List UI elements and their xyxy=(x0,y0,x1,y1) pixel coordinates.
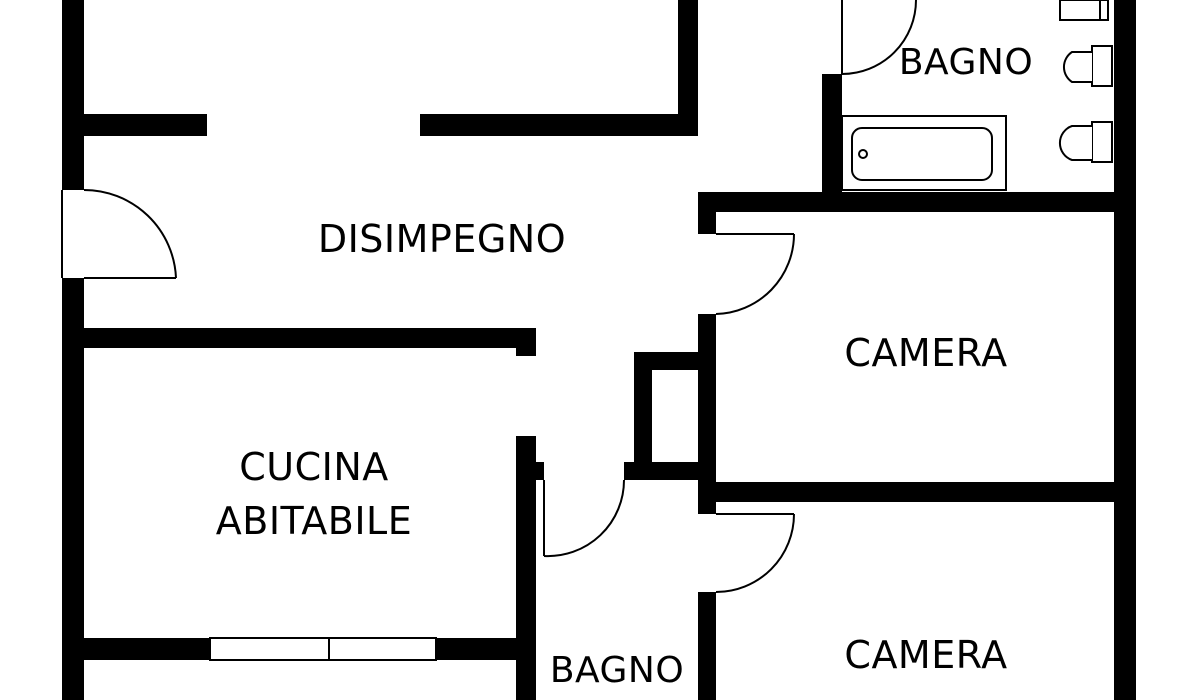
walls xyxy=(62,0,1136,700)
cabinet-icon xyxy=(1059,0,1109,21)
bathroom-fixtures xyxy=(841,0,1113,191)
bidet-icon xyxy=(1063,45,1113,87)
bagno-top-door xyxy=(841,0,917,75)
wall-camera2-left xyxy=(698,592,716,700)
wall-bath-bottom-left-stub xyxy=(516,462,544,480)
room-label-disimpegno: DISIMPEGNO xyxy=(318,217,566,261)
camera1-door xyxy=(715,233,795,315)
wall-kitchen-right xyxy=(516,436,536,700)
wall-left-lower xyxy=(62,278,84,700)
wall-left-upper xyxy=(62,0,84,190)
wall-right-outer xyxy=(1114,0,1136,700)
room-label-camera-1: CAMERA xyxy=(844,331,1007,375)
wall-kitchen-bottom-left xyxy=(62,638,210,660)
toilet-icon xyxy=(1058,121,1113,163)
closet-bottom xyxy=(624,462,716,480)
room-label-cucina-line1: CUCINA xyxy=(239,445,389,489)
wall-bath-top-left xyxy=(822,74,842,200)
wall-kitchen-bottom-right xyxy=(436,638,536,660)
bagno-bottom-door xyxy=(543,479,626,558)
wall-kitchen-top-stub xyxy=(516,328,536,356)
wall-top-room-right xyxy=(678,0,698,136)
doors xyxy=(61,0,917,593)
wall-camera1-top xyxy=(698,192,1136,212)
entrance-door xyxy=(61,188,177,279)
wall-bottom-left-room-top xyxy=(62,660,84,700)
room-label-bagno-top: BAGNO xyxy=(899,42,1033,83)
wall-camera2-left-stub xyxy=(698,482,716,514)
wall-top-room-bottom-right xyxy=(420,114,698,136)
kitchen-window xyxy=(209,637,437,661)
room-label-cucina-line2: ABITABILE xyxy=(216,499,413,543)
wall-bath-top-left-stub xyxy=(822,74,842,82)
closet-top xyxy=(634,352,716,370)
closet-left xyxy=(634,352,652,470)
room-label-bagno-bottom: BAGNO xyxy=(550,650,684,691)
wall-kitchen-top xyxy=(62,328,536,348)
room-label-camera-2: CAMERA xyxy=(844,633,1007,677)
camera2-door xyxy=(715,513,795,593)
bathtub-icon xyxy=(841,115,1007,191)
wall-top-room-bottom-left xyxy=(62,114,207,136)
wall-camera1-bottom xyxy=(698,482,1136,502)
wall-camera1-top-stub xyxy=(698,192,716,234)
